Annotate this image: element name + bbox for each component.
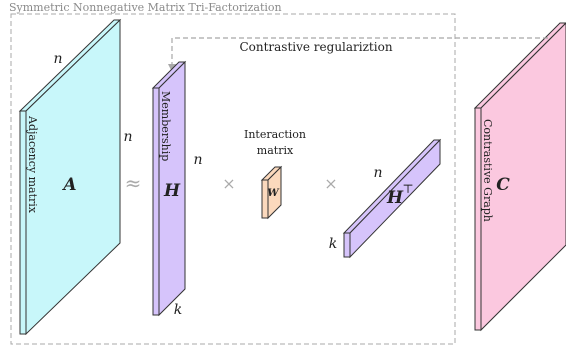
a-side-label: Adjacency matrix xyxy=(26,115,39,214)
h-side-face xyxy=(152,87,160,316)
h-bottom-dim: k xyxy=(174,302,182,318)
approx-operator: ≈ xyxy=(125,171,142,195)
ht-left-dim: k xyxy=(329,236,337,252)
w-side-face xyxy=(261,179,269,219)
ht-side-face xyxy=(343,232,351,258)
ht-top-face xyxy=(342,139,442,234)
a-symbol: A xyxy=(61,175,76,195)
h-right-dim: n xyxy=(193,152,202,168)
membership-matrix: Membership H n k xyxy=(151,60,203,318)
interaction-caption-line2: matrix xyxy=(257,144,294,157)
a-right-dim: n xyxy=(123,129,132,145)
a-top-dim: n xyxy=(53,51,62,67)
ht-symbol: H xyxy=(386,188,404,208)
w-symbol: W xyxy=(267,188,280,199)
ht-superscript: ⊤ xyxy=(402,182,413,196)
contrastive-label: Contrastive regulariztion xyxy=(239,40,392,54)
times-operator-2: × xyxy=(324,174,337,193)
h-symbol: H xyxy=(163,181,181,201)
c-symbol: C xyxy=(496,175,510,195)
contrastive-graph-matrix: Contrastive Graph C xyxy=(473,22,566,332)
frame-title: Symmetric Nonnegative Matrix Tri-Factori… xyxy=(9,1,282,14)
a-side-face xyxy=(19,110,27,335)
contrastive-arrow xyxy=(168,37,548,72)
times-operator-1: × xyxy=(222,174,235,193)
interaction-matrix: Interaction matrix W xyxy=(244,128,306,220)
interaction-caption-line1: Interaction xyxy=(244,128,306,141)
membership-transpose-matrix: H ⊤ n k xyxy=(329,138,442,259)
adjacency-matrix: Adjacency matrix A n n xyxy=(18,18,133,336)
c-side-face xyxy=(474,107,482,331)
nmtf-frame xyxy=(10,13,456,345)
ht-top-dim: n xyxy=(373,165,382,181)
h-side-label: Membership xyxy=(159,91,172,161)
c-side-label: Contrastive Graph xyxy=(481,119,494,222)
